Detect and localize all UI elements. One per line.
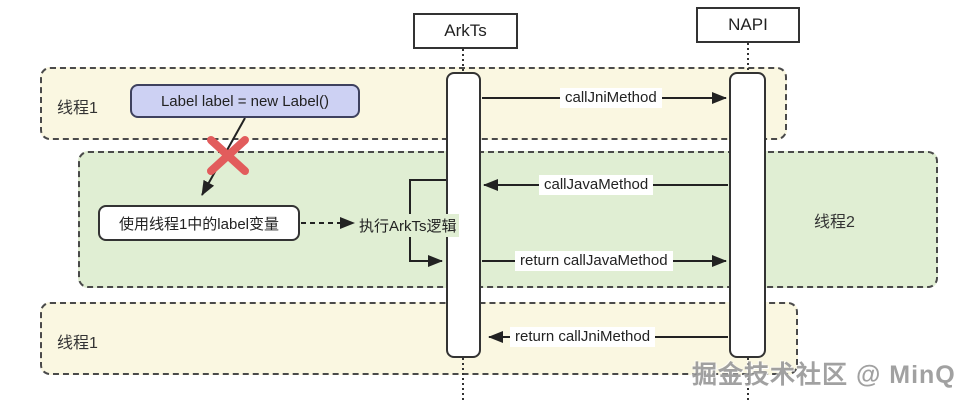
- lane-thread1-bottom: [40, 302, 798, 375]
- message-return-calljnimethod-label: return callJniMethod: [510, 327, 656, 347]
- participant-arkts-label: ArkTs: [444, 21, 487, 40]
- note-label-creation: Label label = new Label(): [130, 84, 360, 118]
- exec-arkts-logic-text: 执行ArkTs逻辑: [357, 214, 459, 237]
- note-label-creation-text: Label label = new Label(): [160, 92, 330, 110]
- message-calljavamethod-label: callJavaMethod: [539, 175, 654, 195]
- watermark-text: 掘金技术社区 @ MinQ: [692, 361, 956, 389]
- note-use-label-text: 使用线程1中的label变量: [118, 215, 280, 233]
- message-return-calljavamethod-label: return callJavaMethod: [515, 251, 673, 271]
- lane-label-thread2: 线程2: [814, 214, 855, 231]
- participant-napi-label: NAPI: [728, 15, 768, 34]
- participant-napi: NAPI: [696, 7, 800, 43]
- message-calljnimethod-label: callJniMethod: [560, 88, 662, 108]
- lane-label-thread1-bottom: 线程1: [57, 335, 98, 352]
- participant-arkts: ArkTs: [413, 13, 518, 49]
- lane-label-thread1-top: 线程1: [57, 100, 98, 117]
- note-use-label: 使用线程1中的label变量: [98, 205, 300, 241]
- activation-bar-napi: [729, 72, 766, 358]
